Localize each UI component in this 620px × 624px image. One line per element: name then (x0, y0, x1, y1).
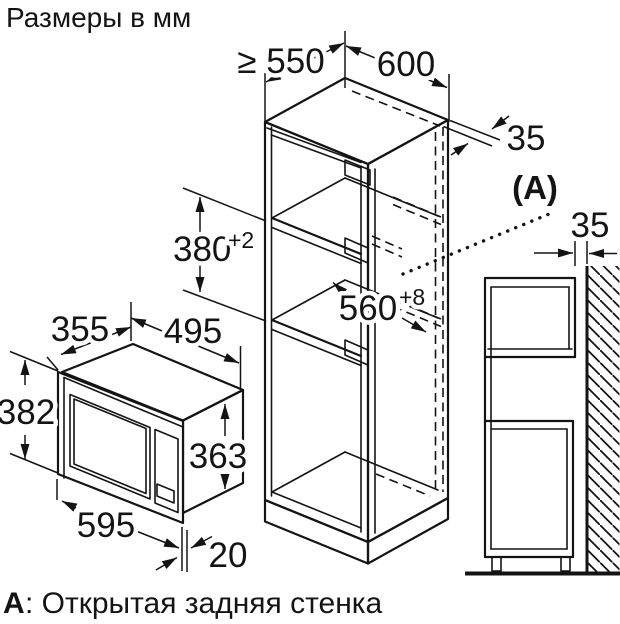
dim-mw-door-offset: 20 (155, 530, 252, 580)
dim-label-frame-width: 595 (77, 506, 135, 545)
dim-label-niche-height-tol: +2 (228, 227, 254, 253)
ext-line-top (182, 187, 267, 222)
dim-label-depth: ≥ 550 (237, 42, 324, 81)
dim-cabinet-depth: ≥ 550 (233, 31, 346, 121)
shelf1-left-edge (271, 177, 346, 219)
cabinet-floor (271, 451, 439, 529)
dim-line (60, 326, 132, 356)
detail-reference-A: (A) (401, 169, 558, 276)
shelf2-rear-edge (344, 339, 369, 366)
dim-mw-depth: 355 (46, 302, 132, 371)
dim-mw-body-height: 363 (184, 404, 252, 489)
shelf-1 (270, 177, 442, 265)
ext-line-top (9, 350, 59, 372)
dim-niche-height: 380 +2 (169, 187, 267, 322)
top-panel-lower-edge (270, 134, 362, 169)
shelf1-rear-edge (344, 237, 369, 264)
mw-window-inner (73, 398, 147, 495)
ext-line-bottom (9, 452, 59, 474)
dim-niche-width: 560 +8 (332, 280, 430, 333)
sc-foot-left (491, 556, 502, 572)
dotted-leader-line (401, 210, 556, 276)
shelf1-hidden-edge-4 (371, 243, 403, 258)
floor-front-edge (271, 491, 362, 529)
arrow-lower (155, 556, 178, 571)
floor-hidden-edge (375, 473, 431, 497)
mw-door (56, 370, 185, 525)
dim-line (345, 45, 448, 89)
sc-foot-right (560, 556, 571, 572)
shelf-2 (270, 279, 442, 367)
ext-line-bottom (182, 289, 267, 322)
ext-line-1 (449, 119, 501, 141)
shelf1-hidden-edge-2 (392, 203, 442, 226)
cabinet-plinth (263, 496, 450, 565)
cabinet-front-frame (263, 120, 370, 544)
arrow-right (401, 317, 427, 333)
shelf1-hidden-edge-1 (392, 196, 442, 218)
shelf2-front-lower-edge (271, 328, 362, 367)
arrow-upper (491, 115, 510, 130)
wall-side-view (465, 266, 620, 576)
detail-ref-label: (A) (512, 169, 558, 206)
dim-line (130, 317, 240, 364)
top-panel-front-edge (266, 127, 362, 164)
dim-label-wall-gap: 35 (571, 206, 610, 245)
mw-window-outer (69, 393, 151, 500)
shelf2-hidden-edge-1 (392, 298, 442, 320)
mw-door-top-edge (63, 376, 184, 428)
shelf1-front-edge (270, 216, 363, 256)
dim-label-body-height: 363 (189, 437, 247, 476)
shelf2-left-edge (271, 279, 346, 321)
cabinet-top-face (263, 76, 450, 166)
ext-line-2 (443, 125, 493, 147)
wall-hatching (588, 266, 620, 572)
dim-label-mw-depth: 355 (51, 310, 109, 349)
dim-label-door-offset: 20 (209, 536, 248, 575)
plinth-right-face (366, 496, 450, 565)
dim-label-niche-width: 560 (339, 289, 397, 328)
dim-label-panel: 35 (507, 119, 546, 158)
microwave (56, 342, 245, 525)
dim-label-frame-height: 382 (0, 393, 55, 432)
arrow-left (332, 281, 348, 296)
arrow-left (61, 500, 78, 512)
shelf2-front-edge (270, 318, 363, 358)
arrow-right (135, 530, 180, 549)
shelf2-hidden-edge-2 (392, 305, 442, 328)
dim-cabinet-width: 600 (345, 41, 450, 122)
side-cabinet (483, 276, 577, 572)
mw-control-panel (154, 428, 179, 514)
arrow-lower (450, 142, 469, 156)
dim-line (265, 42, 345, 83)
arrow-upper (190, 535, 213, 549)
hidden-top-back-edge (351, 90, 441, 127)
dim-label-niche-width-tol: +8 (399, 284, 425, 310)
caption: A : Открытая задняя стенка (3, 587, 383, 620)
dim-panel-thickness: 35 (443, 115, 550, 163)
dim-mw-width: 495 (130, 308, 242, 388)
floor-left-edge (271, 451, 346, 493)
dim-wall-gap: 35 (534, 202, 617, 266)
dim-mw-frame-height: 382 (0, 350, 60, 474)
page-title: Размеры в мм (6, 2, 191, 33)
shelf1-hidden-edge-3 (371, 235, 403, 250)
dim-label-niche-height: 380 (173, 230, 231, 269)
dim-mw-frame-width: 595 (56, 479, 183, 571)
dim-label-mw-width: 495 (164, 312, 222, 351)
mw-display (156, 483, 175, 504)
tall-cabinet (263, 76, 450, 565)
top-panel-rear-edge (344, 159, 371, 186)
dim-label-width: 600 (377, 45, 435, 84)
floor-back-edge (344, 451, 439, 491)
ext-line (46, 356, 59, 371)
shelf1-front-lower-edge (271, 226, 362, 265)
caption-text: : Открытая задняя стенка (25, 587, 383, 620)
caption-label: A (3, 587, 25, 620)
